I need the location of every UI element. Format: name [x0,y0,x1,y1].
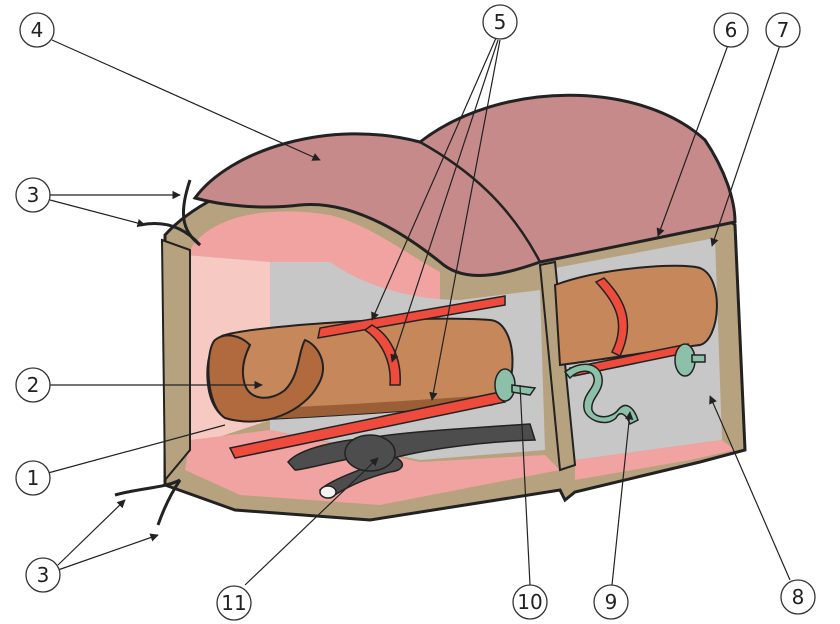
callout-10: 10 [512,584,548,620]
callout-9: 9 [593,584,629,620]
svg-text:7: 7 [777,18,790,42]
membrane-fold [419,140,542,263]
nerve-cord [287,423,537,499]
callout-5: 5 [482,4,518,40]
svg-text:1: 1 [27,466,40,490]
septum [538,260,577,472]
callout-11: 11 [216,585,252,621]
svg-text:10: 10 [517,590,542,614]
svg-text:6: 6 [725,18,738,42]
svg-text:2: 2 [27,373,40,397]
callout-2: 2 [15,367,51,403]
callout-3-bottom: 3 [25,557,61,593]
svg-text:9: 9 [605,590,618,614]
intestine-lumen [207,334,324,423]
cuticle-top [192,93,737,277]
callout-8: 8 [780,579,816,615]
callout-3-top: 3 [15,177,51,213]
svg-text:5: 5 [494,10,507,34]
leader-lines [47,37,791,586]
nephridium-left [494,368,537,402]
callout-6: 6 [713,12,749,48]
setae [114,179,202,526]
nephridium-right [674,343,706,377]
side-wall-left [160,238,191,483]
lining-bottom-right [575,440,735,480]
callout-7: 7 [765,12,801,48]
front-inner-layer [190,211,440,300]
callout-4: 4 [19,12,55,48]
svg-text:3: 3 [37,563,50,587]
callout-1: 1 [15,460,51,496]
blood-vessels [228,277,691,459]
nephridial-tubule [563,363,639,426]
svg-text:8: 8 [792,585,805,609]
svg-text:11: 11 [221,591,246,615]
svg-text:3: 3 [27,183,40,207]
svg-text:4: 4 [31,18,44,42]
intestine-left-shade [235,395,497,420]
